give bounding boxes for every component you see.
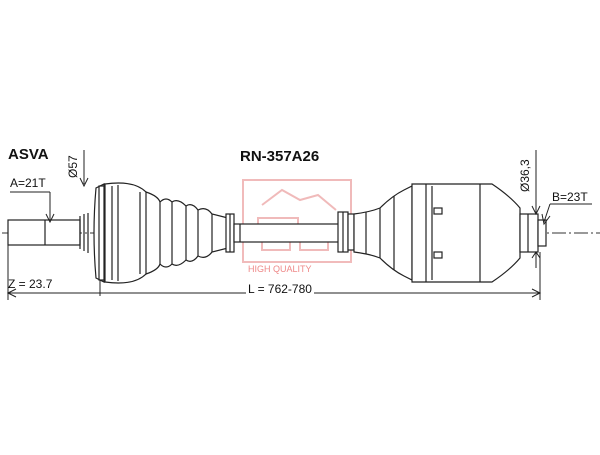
dim-diameter-36 [531,150,541,268]
shaft [233,223,341,243]
left-boot [145,191,229,275]
watermark-subtext: HIGH QUALITY [248,264,312,274]
length-label: L = 762-780 [246,282,314,296]
watermark-logo [242,179,352,263]
spline-a-label: A=21T [10,176,46,190]
brand-label: ASVA [8,146,49,163]
leader-b [541,203,592,226]
diameter-36-label: Ø36,3 [518,159,532,192]
right-clamp [337,211,355,253]
diameter-57-label: Ø57 [66,155,80,178]
dim-diameter-57 [79,150,89,188]
left-spline-stub [7,213,89,253]
offset-z-label: Z = 23.7 [8,277,53,291]
spline-b-label: B=23T [552,190,588,204]
right-boot [353,185,413,281]
outer-cv-joint [93,182,151,284]
right-spline-stub [519,213,547,253]
part-number: RN-357A26 [240,148,320,165]
left-clamp [225,213,235,253]
inner-cv-joint [411,183,521,283]
leader-a [10,191,55,224]
